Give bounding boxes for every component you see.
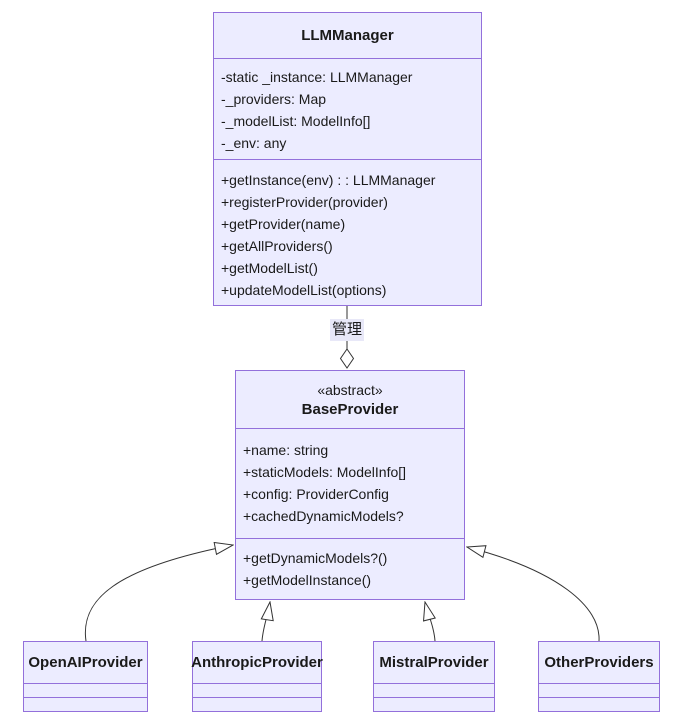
method: +getModelInstance()	[243, 572, 372, 588]
stereotype-label: «abstract»	[317, 381, 383, 398]
class-anthropicprovider-name: AnthropicProvider	[191, 654, 323, 671]
class-otherproviders: OtherProviders	[538, 641, 660, 712]
class-otherproviders-name: OtherProviders	[544, 654, 654, 671]
method: +getAllProviders()	[221, 238, 333, 254]
class-anthropicprovider: AnthropicProvider	[191, 641, 323, 712]
edge-anthropic-baseprovider	[262, 602, 270, 642]
method: +updateModelList(options)	[221, 282, 387, 298]
empty-methods-compartment	[24, 697, 147, 711]
attribute: +staticModels: ModelInfo[]	[243, 464, 407, 480]
edge-openai-baseprovider	[84, 545, 233, 642]
class-llmmanager-name: LLMManager	[301, 27, 394, 44]
class-mistralprovider: MistralProvider	[373, 641, 495, 712]
aggregation-diamond-icon	[339, 348, 355, 369]
empty-attributes-compartment	[24, 683, 147, 697]
class-baseprovider-name: BaseProvider	[301, 400, 399, 418]
method: +getProvider(name)	[221, 216, 346, 232]
empty-attributes-compartment	[374, 683, 494, 697]
relationship-label: 管理	[329, 319, 365, 341]
method: +getModelList()	[221, 260, 318, 276]
empty-methods-compartment	[193, 697, 321, 711]
class-mistralprovider-name: MistralProvider	[379, 654, 489, 671]
empty-methods-compartment	[374, 697, 494, 711]
class-llmmanager-attributes: -static _instance: LLMManager -_provider…	[214, 58, 481, 159]
attribute: -_providers: Map	[221, 91, 327, 107]
class-openaiprovider-name: OpenAIProvider	[28, 654, 143, 671]
attribute: +config: ProviderConfig	[243, 486, 389, 502]
class-llmmanager-methods: +getInstance(env) : : LLMManager +regist…	[214, 159, 481, 305]
edge-otherproviders-baseprovider	[467, 547, 600, 642]
attribute: -static _instance: LLMManager	[221, 69, 413, 85]
class-baseprovider: «abstract» BaseProvider +name: string +s…	[235, 370, 465, 600]
attribute: +cachedDynamicModels?	[243, 508, 404, 524]
class-baseprovider-methods: +getDynamicModels?() +getModelInstance()	[236, 538, 464, 599]
class-baseprovider-title: «abstract» BaseProvider	[236, 371, 464, 428]
empty-attributes-compartment	[539, 683, 659, 697]
attribute: -_modelList: ModelInfo[]	[221, 113, 371, 129]
attribute: -_env: any	[221, 135, 287, 151]
class-baseprovider-attributes: +name: string +staticModels: ModelInfo[]…	[236, 428, 464, 538]
empty-methods-compartment	[539, 697, 659, 711]
class-openaiprovider: OpenAIProvider	[23, 641, 148, 712]
class-llmmanager: LLMManager -static _instance: LLMManager…	[213, 12, 482, 306]
attribute: +name: string	[243, 442, 329, 458]
empty-attributes-compartment	[193, 683, 321, 697]
method: +registerProvider(provider)	[221, 194, 388, 210]
method: +getDynamicModels?()	[243, 550, 388, 566]
edge-mistral-baseprovider	[425, 602, 435, 642]
method: +getInstance(env) : : LLMManager	[221, 172, 436, 188]
